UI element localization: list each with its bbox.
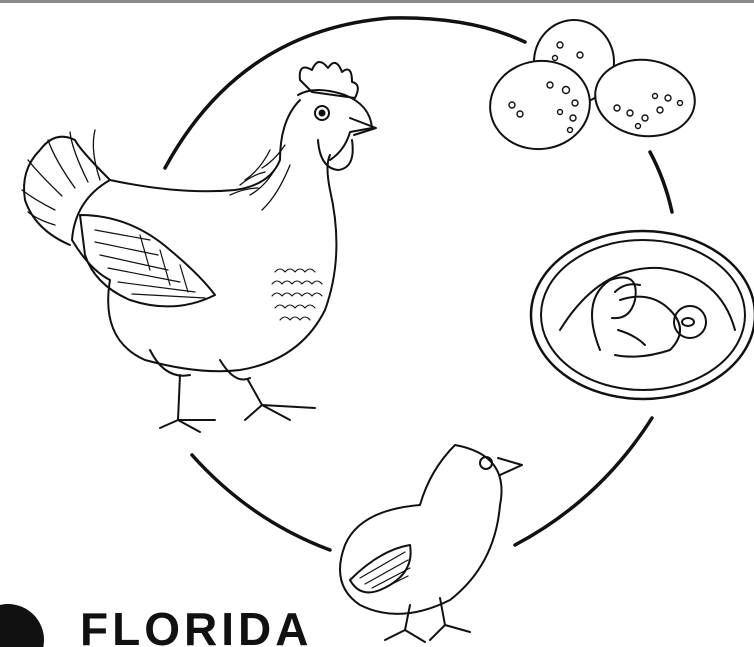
chick-wing (350, 545, 411, 592)
hen-body (72, 100, 336, 371)
chick-beak (498, 458, 522, 475)
hen-tail-feathers (22, 130, 100, 225)
cycle-arc-right-lower (515, 418, 652, 545)
egg-membrane (541, 240, 745, 390)
eggs-illustration (484, 20, 699, 156)
hen-comb (300, 62, 358, 98)
chick-body (340, 445, 502, 614)
chick-illustration (340, 445, 522, 642)
cycle-arc-left (192, 455, 330, 550)
embryo-in-egg-illustration (531, 231, 754, 399)
hen-beak (350, 118, 376, 135)
chick-eye (480, 457, 492, 469)
hen-pupil (320, 111, 325, 116)
egg-right (590, 53, 700, 142)
chick-legs (385, 598, 470, 642)
embryo-limb (615, 284, 645, 345)
cycle-arc-right-upper (650, 152, 672, 212)
hen-legs (160, 375, 315, 432)
embryo-body (592, 278, 680, 357)
air-cell (560, 268, 735, 330)
egg-shell (531, 231, 754, 399)
hen-breast-scales (272, 269, 322, 320)
brand-logo-text: FLORIDA (80, 606, 312, 647)
chick-feathers (360, 552, 410, 590)
hen-wing-feathers (95, 230, 205, 298)
embryo-eye (682, 318, 694, 326)
hen-head (298, 90, 372, 160)
egg-left (484, 54, 595, 155)
hen-tail (24, 137, 110, 245)
